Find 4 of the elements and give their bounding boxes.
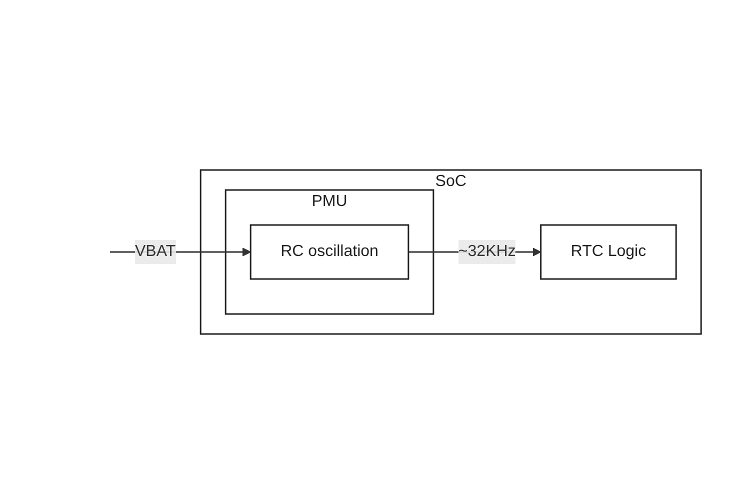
node-box: RC oscillation (250, 224, 410, 280)
edge-label: VBAT (135, 243, 176, 260)
node-box: RTC Logic (540, 224, 678, 280)
edge-label: ~32KHz (458, 243, 516, 260)
